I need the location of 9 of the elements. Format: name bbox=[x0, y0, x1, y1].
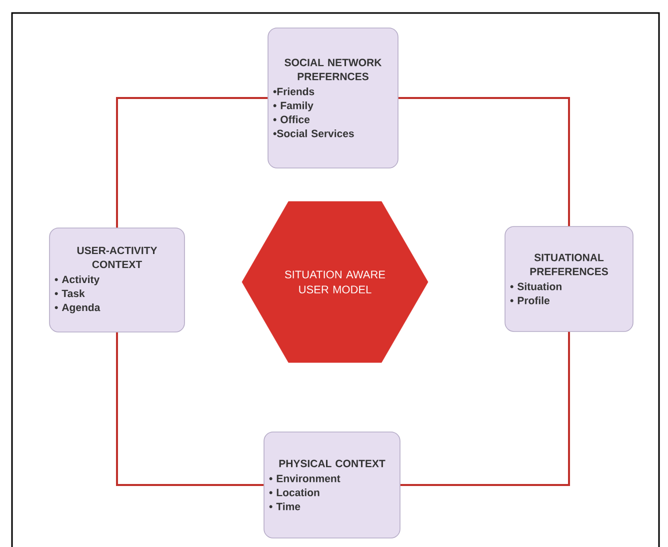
connector-line bbox=[116, 332, 264, 486]
category-box: USER-ACTIVITY CONTEXT • Activity • Task • Agenda bbox=[49, 228, 185, 332]
category-box: SOCIAL NETWORK PREFERNCES •Friends • Family • Office •Social Services bbox=[268, 28, 398, 168]
category-box: SITUATIONAL PREFERENCES • Situation • Profile bbox=[504, 226, 634, 332]
category-box: PHYSICAL CONTEXT • Environment • Location • Time bbox=[264, 432, 400, 538]
connector-line bbox=[116, 97, 268, 228]
hexagon: SITUATION AWARE USER MODEL bbox=[242, 201, 428, 363]
connector-line bbox=[400, 332, 570, 486]
connector-line bbox=[398, 97, 570, 226]
